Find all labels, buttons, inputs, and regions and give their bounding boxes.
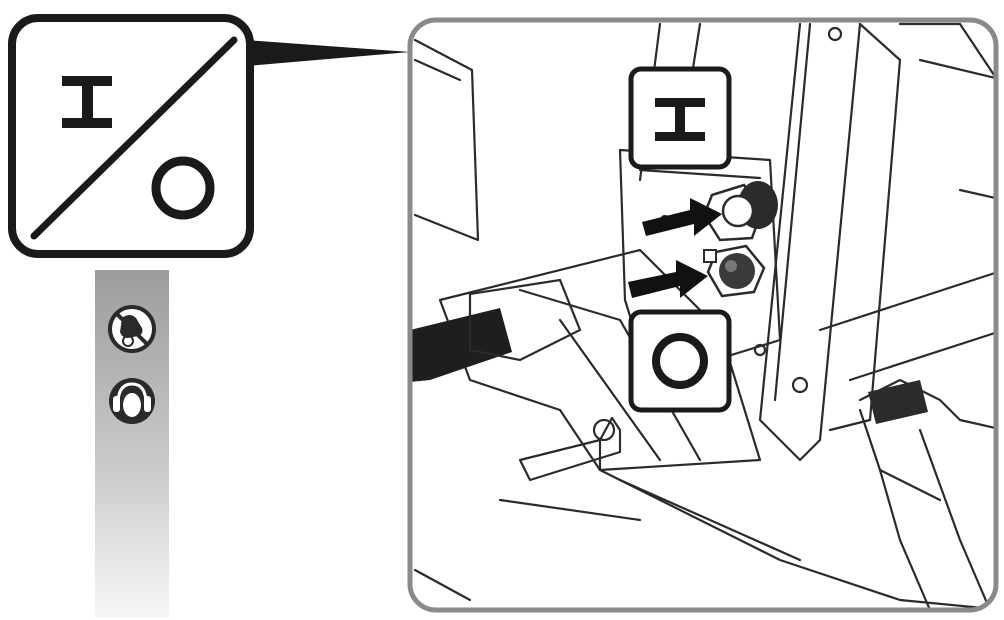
arrow-to-off-button	[628, 260, 708, 298]
on-label-box	[628, 66, 732, 170]
callout-connector	[246, 40, 410, 66]
arrow-to-on-button	[642, 198, 722, 236]
off-label-box	[628, 309, 732, 413]
no-hand-contact-prohibition-icon	[108, 305, 156, 353]
on-symbol	[62, 76, 112, 128]
hose	[410, 308, 512, 382]
on-off-symbol-panel	[8, 14, 254, 258]
off-button	[703, 244, 766, 298]
off-symbol	[151, 156, 215, 220]
hearing-protection-icon	[109, 378, 155, 424]
slash-divider	[30, 36, 238, 240]
detail-panel-border	[407, 17, 999, 613]
bracket-clamp	[868, 380, 928, 424]
machine-detail-panel	[407, 17, 999, 613]
